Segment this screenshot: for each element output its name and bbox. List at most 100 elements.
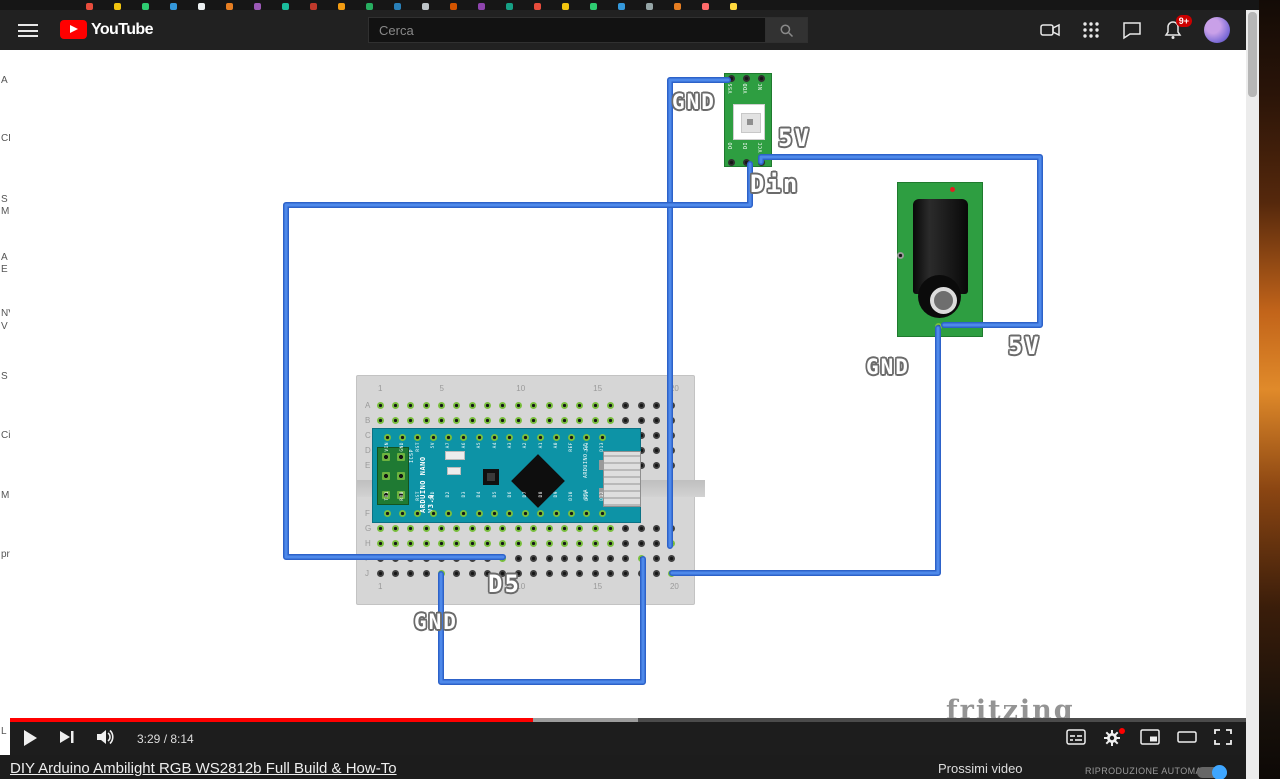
nano-pin-5v: 5V: [431, 442, 437, 449]
pin-hole: [653, 569, 661, 577]
pin-hole: [537, 433, 545, 441]
bookmark-favicon[interactable]: [478, 3, 485, 10]
pin-hole: [757, 158, 765, 166]
pin-hole: [583, 509, 591, 517]
youtube-logo[interactable]: YouTube: [60, 20, 153, 39]
pin-hole: [453, 569, 461, 577]
bookmark-favicon[interactable]: [702, 3, 709, 10]
bookmark-favicon[interactable]: [254, 3, 261, 10]
bookmark-favicon[interactable]: [310, 3, 317, 10]
power-led-dot: [950, 187, 955, 192]
row-label-B: B: [365, 416, 371, 425]
col-label-5: 5: [439, 582, 444, 591]
pin-hole: [622, 401, 630, 409]
pin-hole: [607, 524, 615, 532]
sidebar-text-fragment: M: [1, 490, 10, 501]
row-label-F: F: [365, 509, 370, 518]
nano-pin-a3: A3: [507, 442, 513, 449]
bookmark-favicon[interactable]: [198, 3, 205, 10]
bookmark-favicon[interactable]: [674, 3, 681, 10]
pin-hole: [757, 74, 765, 82]
nano-pin-tx1: TX1: [385, 491, 390, 501]
pin-hole: [583, 433, 591, 441]
fullscreen-icon[interactable]: [1214, 728, 1234, 749]
bookmark-favicon[interactable]: [338, 3, 345, 10]
avatar[interactable]: [1204, 17, 1230, 43]
bookmark-favicon[interactable]: [730, 3, 737, 10]
bookmark-favicon[interactable]: [590, 3, 597, 10]
pin-hole: [468, 539, 476, 547]
bookmark-favicon[interactable]: [562, 3, 569, 10]
autoplay-toggle[interactable]: [1197, 765, 1227, 779]
apps-grid-icon[interactable]: [1081, 20, 1101, 40]
pin-hole: [607, 539, 615, 547]
theater-mode-icon[interactable]: [1177, 729, 1197, 749]
pin-hole: [591, 401, 599, 409]
volume-icon[interactable]: [96, 729, 116, 749]
miniplayer-icon[interactable]: [1140, 728, 1160, 749]
next-button[interactable]: [59, 729, 79, 749]
bookmark-favicon[interactable]: [506, 3, 513, 10]
pin-hole: [591, 539, 599, 547]
messages-icon[interactable]: [1122, 20, 1142, 40]
pin-hole: [560, 401, 568, 409]
nano-chip: [511, 454, 565, 508]
bookmark-favicon[interactable]: [394, 3, 401, 10]
pin-hole: [742, 74, 750, 82]
col-label-15: 15: [593, 582, 603, 591]
settings-gear-icon[interactable]: [1103, 727, 1125, 749]
nano-pin-a4: A4: [492, 442, 498, 449]
create-video-icon[interactable]: [1040, 20, 1060, 40]
pin-hole: [499, 401, 507, 409]
bookmark-favicon[interactable]: [142, 3, 149, 10]
row-label-A: A: [365, 401, 371, 410]
play-button[interactable]: [22, 729, 42, 749]
pin-hole: [414, 433, 422, 441]
row-label-H: H: [365, 539, 371, 548]
progress-bar[interactable]: [10, 718, 1246, 722]
pin-hole: [622, 554, 630, 562]
pin-hole: [653, 401, 661, 409]
pin-hole: [530, 416, 538, 424]
row-label-E: E: [365, 461, 371, 470]
bookmark-favicon[interactable]: [450, 3, 457, 10]
bookmark-favicon[interactable]: [534, 3, 541, 10]
pin-hole: [506, 509, 514, 517]
nano-pin-rst: RST: [415, 491, 421, 501]
col-label-20: 20: [669, 582, 679, 591]
search-button[interactable]: [766, 17, 808, 43]
menu-button[interactable]: [18, 24, 38, 37]
pin-hole: [391, 401, 399, 409]
pin-hole: [653, 554, 661, 562]
nano-component: [447, 467, 461, 475]
settings-red-dot: [1119, 727, 1125, 734]
bookmark-favicon[interactable]: [226, 3, 233, 10]
bookmark-favicon[interactable]: [646, 3, 653, 10]
below-player-bar: DIY Arduino Ambilight RGB WS2812b Full B…: [0, 755, 1246, 779]
pin-hole: [437, 539, 445, 547]
video-title[interactable]: DIY Arduino Ambilight RGB WS2812b Full B…: [10, 760, 397, 777]
pin-hole: [407, 554, 415, 562]
bookmark-favicon[interactable]: [282, 3, 289, 10]
pin-hole: [514, 554, 522, 562]
scrollbar-thumb[interactable]: [1248, 12, 1257, 97]
sidebar-text-fragment: M: [1, 206, 10, 217]
bookmark-favicon[interactable]: [618, 3, 625, 10]
page-scrollbar[interactable]: [1246, 0, 1259, 779]
notifications-bell-icon[interactable]: 9+: [1163, 15, 1192, 40]
nano-pin-rst: RST: [415, 442, 421, 452]
bookmark-favicon[interactable]: [170, 3, 177, 10]
pin-hole: [484, 401, 492, 409]
pin-hole: [484, 416, 492, 424]
pin-hole: [607, 554, 615, 562]
search-input[interactable]: [368, 17, 766, 43]
bookmark-favicon[interactable]: [422, 3, 429, 10]
sidebar-text-fragment: S: [1, 371, 8, 382]
bookmark-favicon[interactable]: [86, 3, 93, 10]
pin-hole: [422, 524, 430, 532]
led-pin-di: DI: [743, 142, 749, 150]
bookmark-favicon[interactable]: [366, 3, 373, 10]
subtitles-icon[interactable]: [1066, 728, 1086, 749]
bookmark-favicon[interactable]: [114, 3, 121, 10]
